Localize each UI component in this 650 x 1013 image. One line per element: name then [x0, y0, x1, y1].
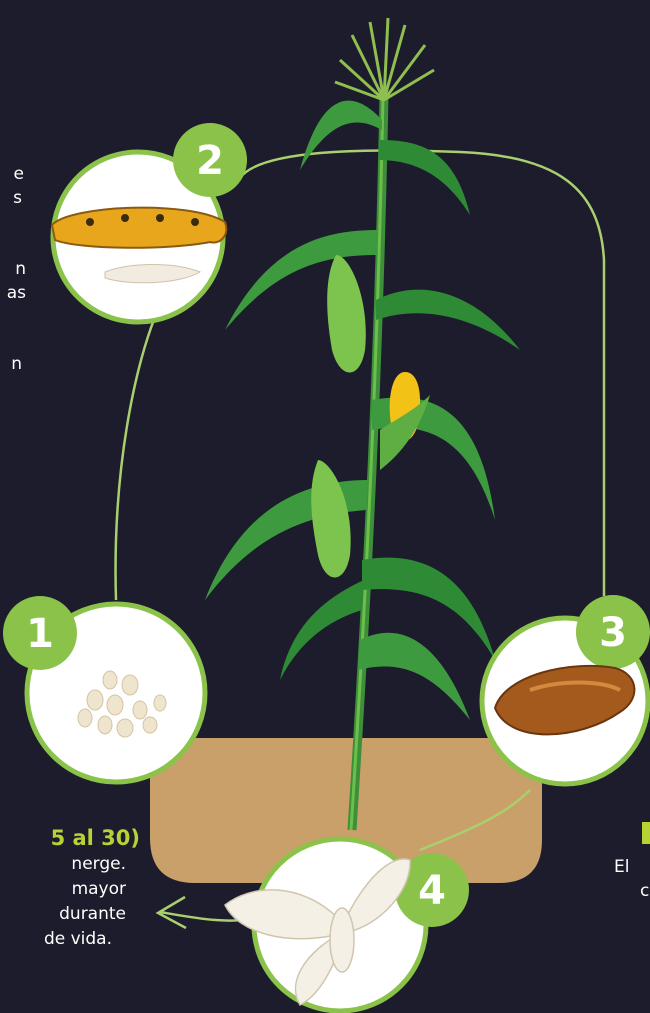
stage2-text-fragment: n — [0, 353, 22, 375]
stage4-text-line: nerge. — [0, 853, 126, 875]
stage4-text-line: mayor — [0, 878, 126, 900]
stage-circle-1: 1 — [3, 596, 205, 782]
stage2-text-fragment: as — [0, 282, 26, 304]
stage3-text-line: El — [614, 856, 629, 878]
stage4-text-line: durante — [0, 903, 126, 925]
stage2-text-fragment: e — [0, 163, 24, 185]
stage2-text-fragment: s — [0, 187, 22, 209]
stage3-title-fragment — [642, 822, 650, 844]
stage3-text-line: c — [640, 880, 649, 902]
stage-number-2: 2 — [196, 138, 224, 184]
cycle-line-1-2 — [116, 300, 162, 600]
stage-number-1: 1 — [26, 611, 54, 657]
corn-plant-icon — [205, 18, 520, 830]
stage-number-3: 3 — [599, 610, 627, 656]
stage2-text-fragment: n — [0, 258, 26, 280]
stage-number-4: 4 — [418, 868, 446, 914]
cycle-line-2-3 — [240, 150, 604, 596]
stage4-title: 5 al 30) — [0, 826, 140, 850]
stage4-text-line: de vida. — [0, 928, 112, 950]
